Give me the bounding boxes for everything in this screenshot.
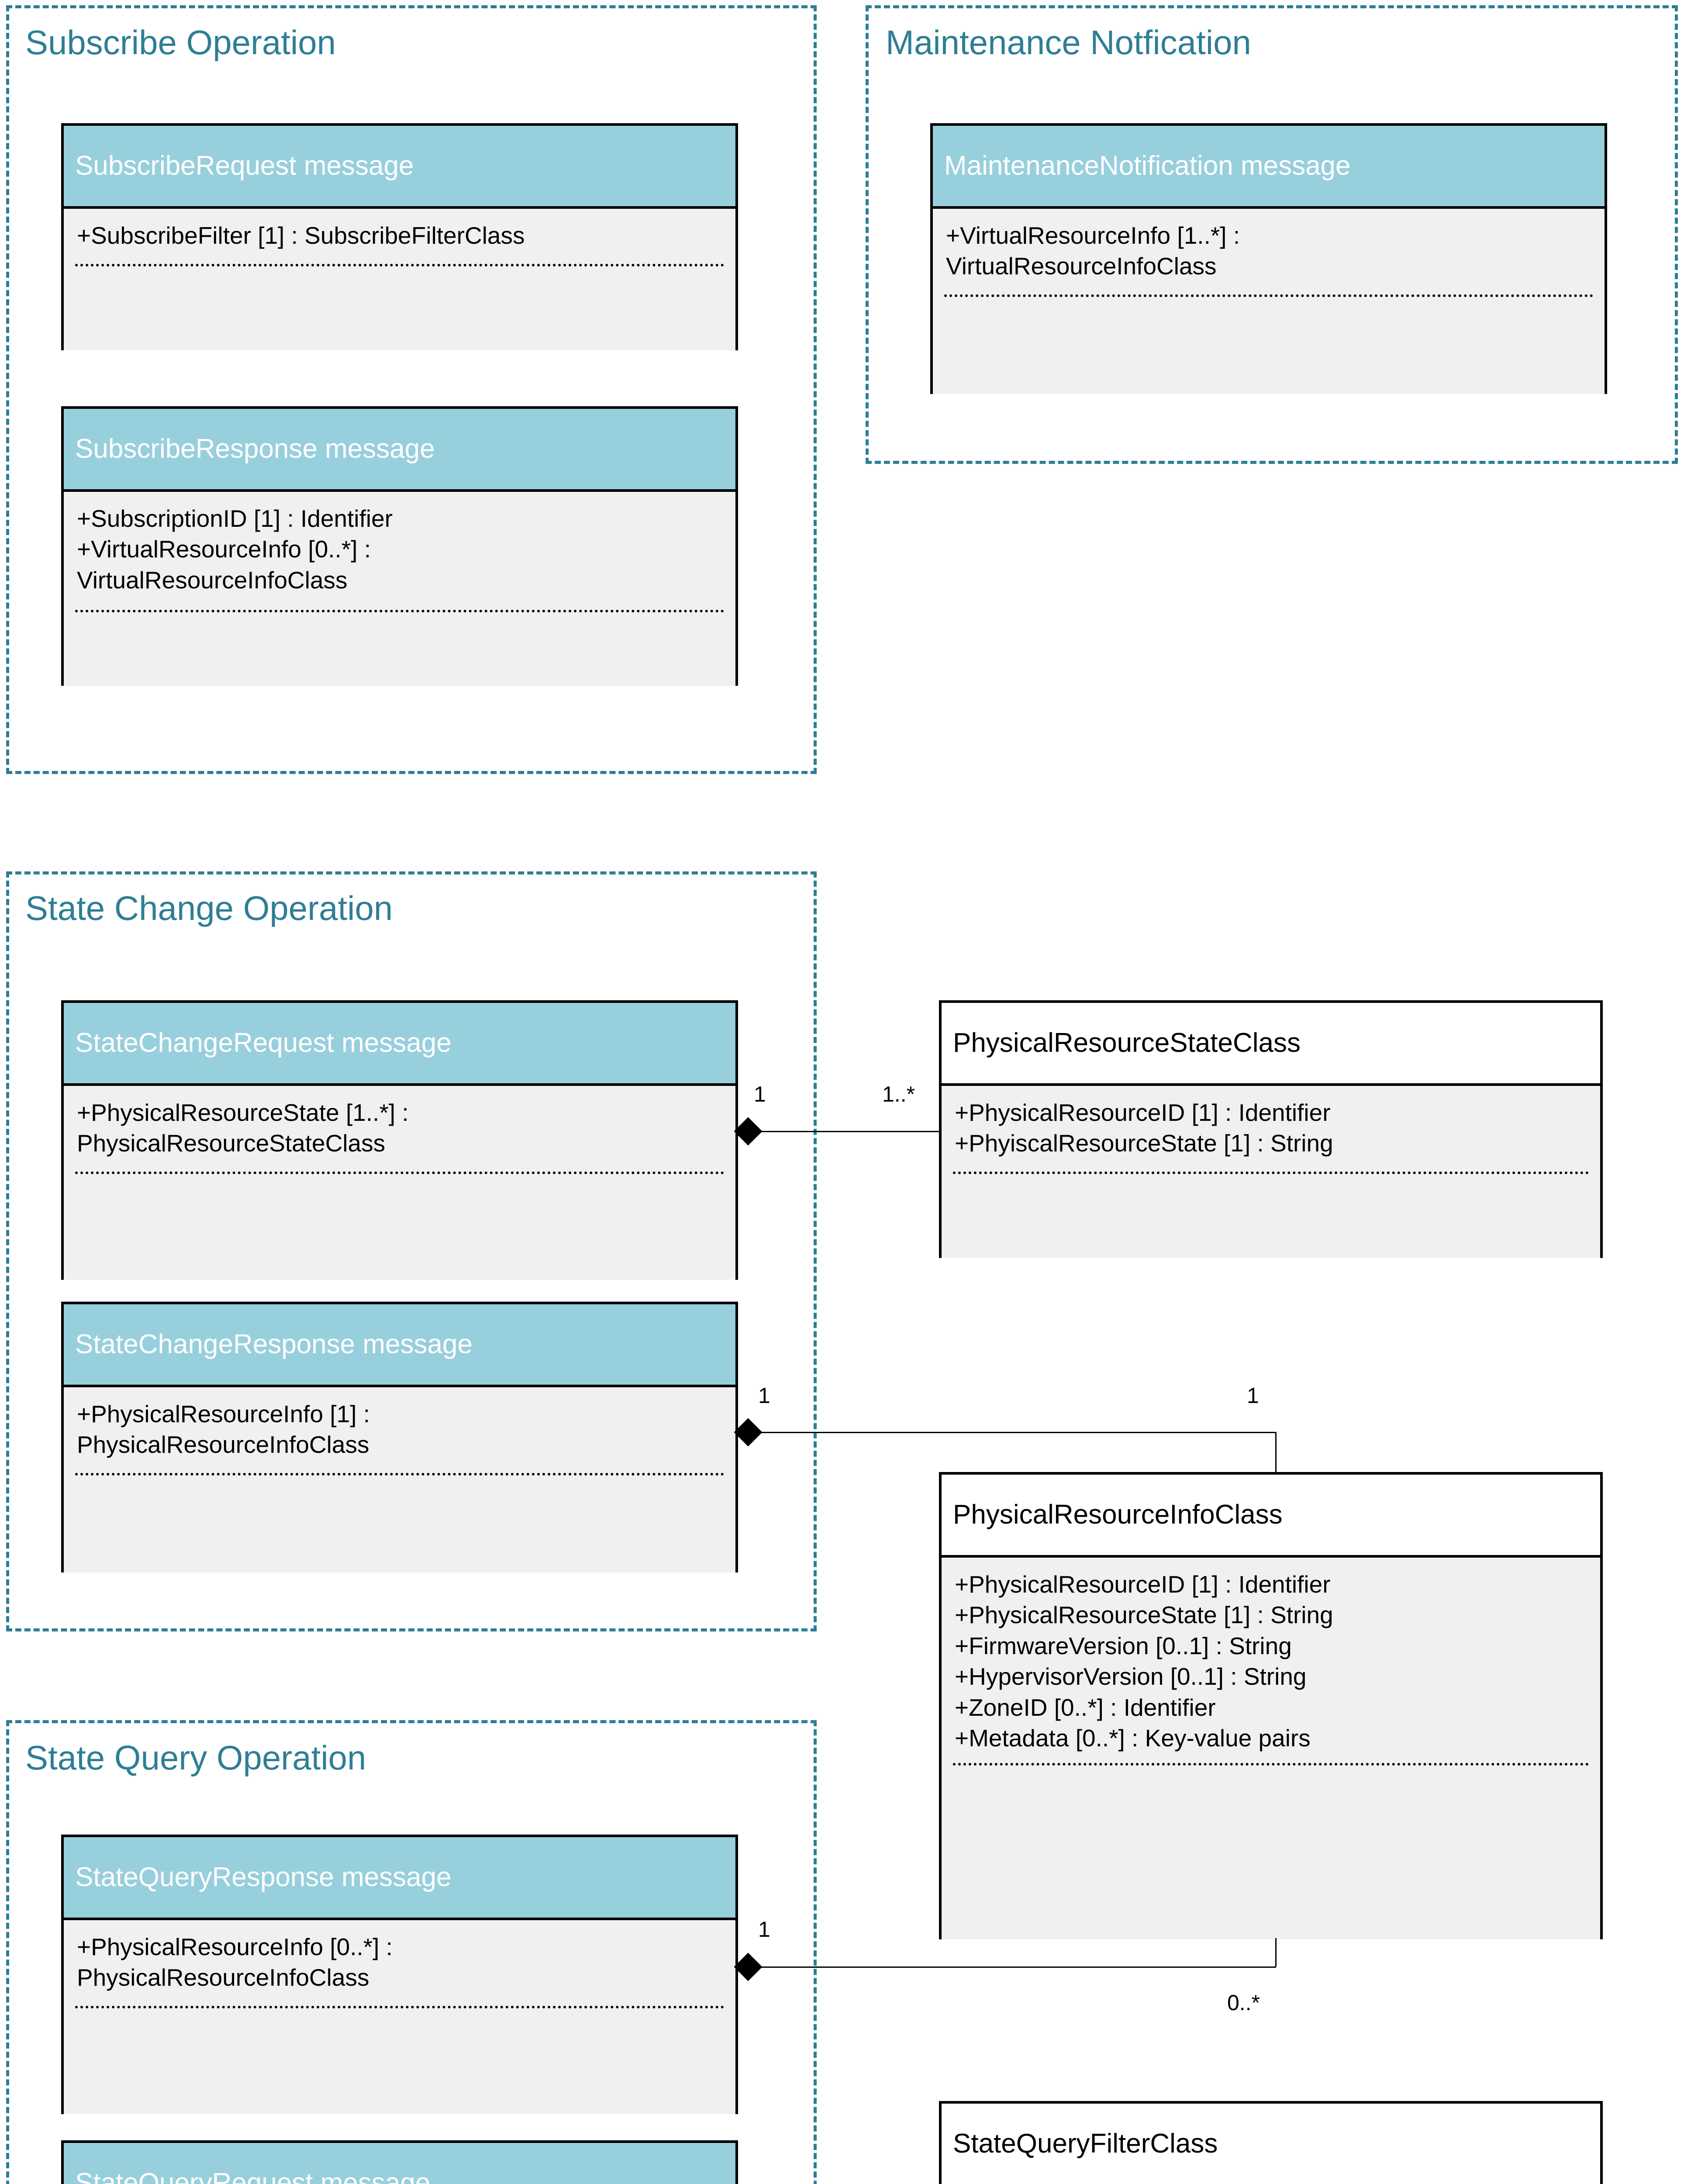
multiplicity-label: 1: [758, 1917, 770, 1942]
box-title-state-change-response: StateChangeResponse message: [75, 1329, 473, 1360]
frame-title-state-change-operation: State Change Operation: [25, 889, 393, 927]
attribute-row: +PhysicalResourceState [1] : String: [955, 1601, 1333, 1629]
frame-subscribe-operation: [6, 5, 817, 774]
compartment-separator: [944, 294, 1593, 297]
box-body-state-query-response: +PhysicalResourceInfo [0..*] : PhysicalR…: [64, 1920, 735, 2114]
box-body-subscribe-response: +SubscriptionID [1] : Identifier +Virtua…: [64, 492, 735, 686]
box-state-query-request-message: StateQueryRequest message StateQueryFilt…: [61, 2140, 738, 2184]
box-header-physical-resource-state-class: PhysicalResourceStateClass: [942, 1003, 1600, 1086]
frame-title-subscribe-operation: Subscribe Operation: [25, 23, 336, 62]
box-header-subscribe-response: SubscribeResponse message: [64, 409, 735, 492]
frame-title-state-query-operation: State Query Operation: [25, 1738, 366, 1777]
attribute-row: +VirtualResourceInfo [1..*] : VirtualRes…: [946, 222, 1240, 280]
attribute-row: +SubscriptionID [1] : Identifier: [77, 505, 393, 532]
box-header-state-query-filter-class: StateQueryFilterClass: [942, 2104, 1600, 2184]
box-maintenance-notification-message: MaintenanceNotification message +Virtual…: [930, 123, 1607, 394]
frame-state-query-operation: [6, 1720, 817, 2184]
box-header-state-query-request: StateQueryRequest message: [64, 2143, 735, 2184]
box-body-physical-resource-state-class: +PhysicalResourceID [1] : Identifier +Ph…: [942, 1086, 1600, 1258]
box-body-maintenance-notification: +VirtualResourceInfo [1..*] : VirtualRes…: [933, 209, 1605, 394]
frame-title-maintenance-notification: Maintenance Notfication: [886, 23, 1251, 62]
box-title-physical-resource-state-class: PhysicalResourceStateClass: [953, 1028, 1301, 1058]
association-line-scresp-pric-vertical: [1275, 1432, 1277, 1473]
box-header-state-change-request: StateChangeRequest message: [64, 1003, 735, 1086]
box-header-state-change-response: StateChangeResponse message: [64, 1304, 735, 1387]
attribute-row: +PhyiscalResourceState [1] : String: [955, 1130, 1333, 1157]
attribute-row: +PhysicalResourceState [1..*] : Physical…: [77, 1099, 409, 1157]
box-header-state-query-response: StateQueryResponse message: [64, 1837, 735, 1920]
attribute-row: +PhysicalResourceID [1] : Identifier: [955, 1099, 1331, 1126]
attribute-row: +PhysicalResourceInfo [0..*] : PhysicalR…: [77, 1933, 393, 1991]
compartment-separator: [953, 1171, 1589, 1174]
attribute-row: +HypervisorVersion [0..1] : String: [955, 1663, 1307, 1690]
attribute-row: +Metadata [0..*] : Key-value pairs: [955, 1724, 1311, 1752]
association-line-sqresp-pric: [748, 1966, 1276, 1968]
box-body-subscribe-request: +SubscribeFilter [1] : SubscribeFilterCl…: [64, 209, 735, 350]
box-body-state-change-request: +PhysicalResourceState [1..*] : Physical…: [64, 1086, 735, 1280]
compartment-separator: [75, 1171, 724, 1174]
attribute-row: +FirmwareVersion [0..1] : String: [955, 1632, 1292, 1659]
box-state-change-response-message: StateChangeResponse message +PhysicalRes…: [61, 1302, 738, 1572]
compartment-separator: [953, 1763, 1589, 1766]
box-title-maintenance-notification: MaintenanceNotification message: [944, 151, 1351, 181]
compartment-separator: [75, 610, 724, 612]
multiplicity-label: 1: [758, 1383, 770, 1408]
box-body-physical-resource-info-class: +PhysicalResourceID [1] : Identifier +Ph…: [942, 1558, 1600, 1939]
box-state-change-request-message: StateChangeRequest message +PhysicalReso…: [61, 1000, 738, 1280]
box-title-subscribe-request: SubscribeRequest message: [75, 151, 414, 181]
multiplicity-label: 1..*: [882, 1082, 915, 1106]
association-line-sqresp-pric-vertical: [1275, 1938, 1277, 1966]
association-line-scresp-pric: [748, 1432, 1276, 1433]
box-header-subscribe-request: SubscribeRequest message: [64, 126, 735, 209]
attribute-row: +ZoneID [0..*] : Identifier: [955, 1693, 1216, 1721]
compartment-separator: [75, 1473, 724, 1476]
association-line-scr-prsc: [748, 1131, 940, 1132]
box-title-subscribe-response: SubscribeResponse message: [75, 434, 435, 464]
box-body-state-change-response: +PhysicalResourceInfo [1] : PhysicalReso…: [64, 1387, 735, 1572]
box-header-maintenance-notification: MaintenanceNotification message: [933, 126, 1605, 209]
attribute-row: +PhysicalResourceInfo [1] : PhysicalReso…: [77, 1400, 370, 1458]
box-physical-resource-info-class: PhysicalResourceInfoClass +PhysicalResou…: [939, 1472, 1603, 1939]
box-header-physical-resource-info-class: PhysicalResourceInfoClass: [942, 1475, 1600, 1558]
frame-state-change-operation: [6, 871, 817, 1631]
attribute-row: +PhysicalResourceID [1] : Identifier: [955, 1571, 1331, 1598]
box-subscribe-request-message: SubscribeRequest message +SubscribeFilte…: [61, 123, 738, 350]
attribute-row: +SubscribeFilter [1] : SubscribeFilterCl…: [77, 222, 525, 249]
box-state-query-filter-class: StateQueryFilterClass +PhysicalResourceI…: [939, 2101, 1603, 2184]
multiplicity-label: 1: [1247, 1383, 1259, 1408]
box-title-state-query-filter-class: StateQueryFilterClass: [953, 2129, 1218, 2159]
multiplicity-label: 0..*: [1227, 1990, 1260, 2015]
box-title-state-query-request: StateQueryRequest message: [75, 2168, 431, 2184]
attribute-row: +VirtualResourceInfo [0..*] : VirtualRes…: [77, 536, 371, 594]
compartment-separator: [75, 2006, 724, 2008]
compartment-separator: [75, 264, 724, 266]
box-title-state-query-response: StateQueryResponse message: [75, 1862, 452, 1893]
box-state-query-response-message: StateQueryResponse message +PhysicalReso…: [61, 1835, 738, 2114]
multiplicity-label: 1: [754, 1082, 766, 1106]
frame-maintenance-notification: [866, 5, 1678, 464]
box-physical-resource-state-class: PhysicalResourceStateClass +PhysicalReso…: [939, 1000, 1603, 1258]
box-title-physical-resource-info-class: PhysicalResourceInfoClass: [953, 1500, 1283, 1530]
box-title-state-change-request: StateChangeRequest message: [75, 1028, 452, 1058]
box-subscribe-response-message: SubscribeResponse message +SubscriptionI…: [61, 406, 738, 686]
